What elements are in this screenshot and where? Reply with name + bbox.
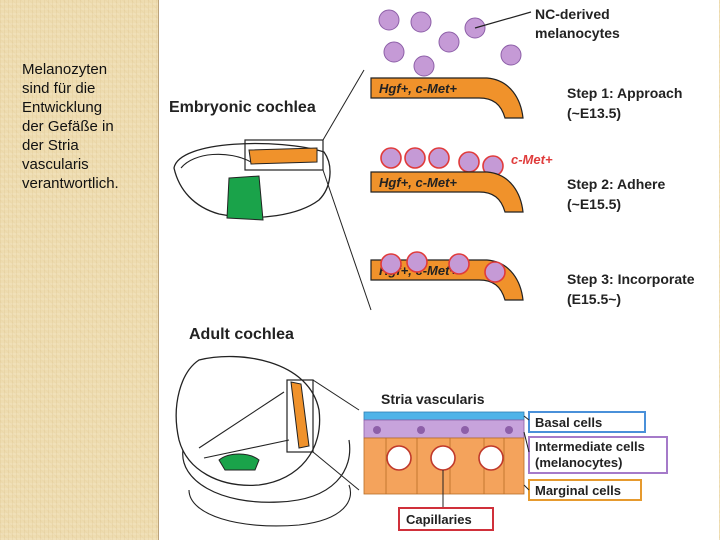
- stria-title: Stria vascularis: [381, 391, 485, 407]
- cmet-label: c-Met+: [511, 152, 553, 167]
- basal-cells-box: [528, 411, 646, 433]
- step1-band-label: Hgf+, c-Met+: [379, 81, 457, 96]
- nc-melanocytes-cluster: [378, 9, 522, 77]
- step2-melanocytes: [380, 147, 504, 177]
- step1-stage: (~E13.5): [567, 105, 621, 121]
- capillaries-box: [398, 507, 494, 531]
- embryonic-cochlea-title: Embryonic cochlea: [169, 99, 316, 116]
- step3-melanocytes: [380, 251, 506, 283]
- step2-stage: (~E15.5): [567, 196, 621, 212]
- adult-cochlea-title: Adult cochlea: [189, 326, 294, 343]
- step2-title: Step 2: Adhere: [567, 176, 665, 192]
- step2-band-label: Hgf+, c-Met+: [379, 175, 457, 190]
- slide-caption: Melanozyten sind für die Entwicklung der…: [22, 61, 119, 192]
- intermediate-cells-box: [528, 436, 668, 474]
- embryonic-cochlea-drawing: [173, 139, 331, 221]
- nc-label-line2: melanocytes: [535, 25, 620, 41]
- intermediate-cells-label: Intermediate cells: [535, 439, 645, 454]
- marginal-cells-label: Marginal cells: [535, 483, 621, 498]
- intermediate-cells-sublabel: (melanocytes): [535, 455, 622, 470]
- step1-band: Hgf+, c-Met+: [370, 77, 524, 119]
- nc-label-line1: NC-derived: [535, 6, 610, 22]
- step3-title: Step 3: Incorporate: [567, 271, 695, 287]
- cochlea-figure: NC-derived melanocytes Embryonic cochlea…: [158, 0, 719, 540]
- melanocyte-diagram: NC-derived melanocytes Embryonic cochlea…: [169, 6, 695, 531]
- capillaries-label: Capillaries: [406, 512, 472, 527]
- step2-band: Hgf+, c-Met+: [370, 171, 524, 213]
- stria-vascularis-drawing: [363, 411, 525, 495]
- step1-title: Step 1: Approach: [567, 85, 682, 101]
- basal-cells-label: Basal cells: [535, 415, 602, 430]
- adult-cochlea-drawing: [175, 355, 351, 527]
- step3-stage: (E15.5~): [567, 291, 621, 307]
